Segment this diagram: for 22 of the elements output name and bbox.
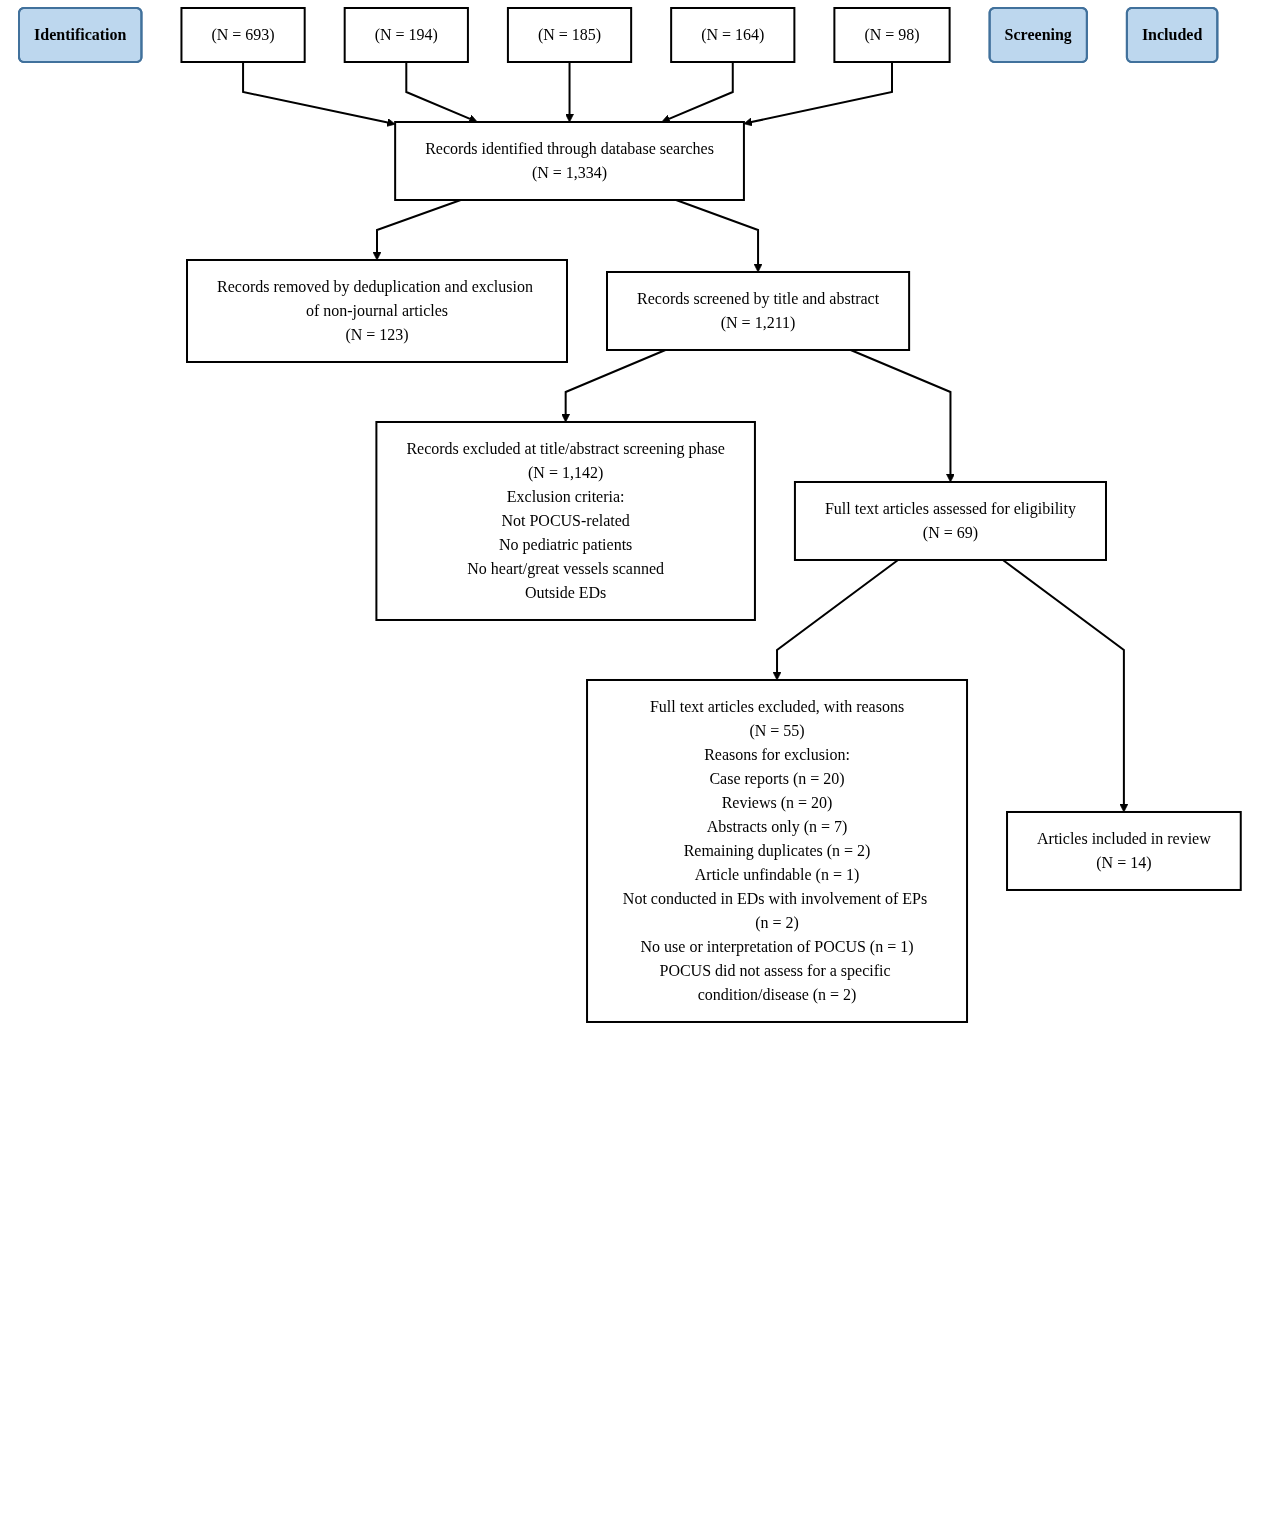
arrow (242, 61, 396, 127)
node-box: Records identified through database searches (N = 1,334) (394, 121, 746, 201)
node-box: Records removed by deduplication and exclusion of non-journal articles (N = 123) (186, 259, 569, 363)
node-box: (N = 194) (343, 7, 470, 63)
arrow (661, 61, 734, 123)
node-box: (N = 693) (180, 7, 306, 63)
node-box: Full text articles excluded, with reasons (N = 55) Reasons for exclusion: Case reports (n = 20) Reviews (n = 20) Abstracts only (n = 7) Remaining duplicates (n = 2) Article unfindable (n = 1) Not conducted in EDs with involvement of EPs (n = 2) No use or interpretation of POCUS (n = 1) POCUS did not assess for a specific condition/disease (n = 2) (586, 679, 969, 1023)
node-box: (N = 164) (670, 7, 796, 63)
node-box: Records excluded at title/abstract screening phase (N = 1,142) Exclusion criteria: Not POCUS-related No pediatric patients No heart/great vessels scanned Outside EDs (375, 421, 757, 621)
arrow (849, 349, 955, 483)
arrow (561, 349, 667, 423)
node-box: Records screened by title and abstract (N = 1,211) (606, 271, 911, 351)
node-box: (N = 98) (833, 7, 951, 63)
arrow (1002, 559, 1129, 813)
node-box: Articles included in review (N = 14) (1006, 811, 1242, 891)
arrow (405, 61, 478, 123)
node-box: Full text articles assessed for eligibility (N = 69) (794, 481, 1108, 561)
arrow (743, 61, 894, 127)
node-box: (N = 185) (507, 7, 633, 63)
arrow (565, 61, 575, 123)
arrow (675, 199, 763, 273)
arrow (772, 559, 900, 681)
